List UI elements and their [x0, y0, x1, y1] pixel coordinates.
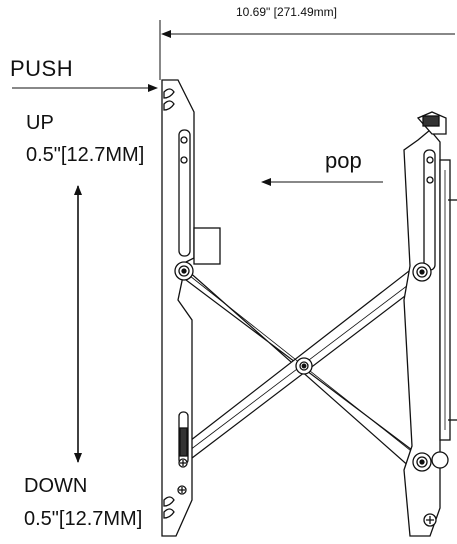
up-label: UP [26, 112, 54, 134]
pivot-center [295, 357, 313, 375]
width-dimension-label: 10.69" [271.49mm] [236, 5, 337, 19]
upper-slot [178, 129, 191, 257]
push-label: PUSH [10, 56, 74, 81]
tv-plate [403, 111, 457, 537]
pivot-bottom-right [412, 452, 432, 472]
tv-slot [423, 149, 436, 271]
pivot-top-left [174, 261, 194, 281]
pop-label: pop [325, 148, 362, 173]
width-dimension [159, 20, 455, 80]
up-value-label: 0.5"[12.7MM] [26, 144, 145, 166]
down-value-label: 0.5"[12.7MM] [24, 508, 143, 530]
stop-block [193, 227, 221, 265]
wall-plate [161, 79, 221, 537]
pivots [174, 261, 432, 472]
down-label: DOWN [24, 475, 88, 497]
pivot-top-right [412, 262, 432, 282]
